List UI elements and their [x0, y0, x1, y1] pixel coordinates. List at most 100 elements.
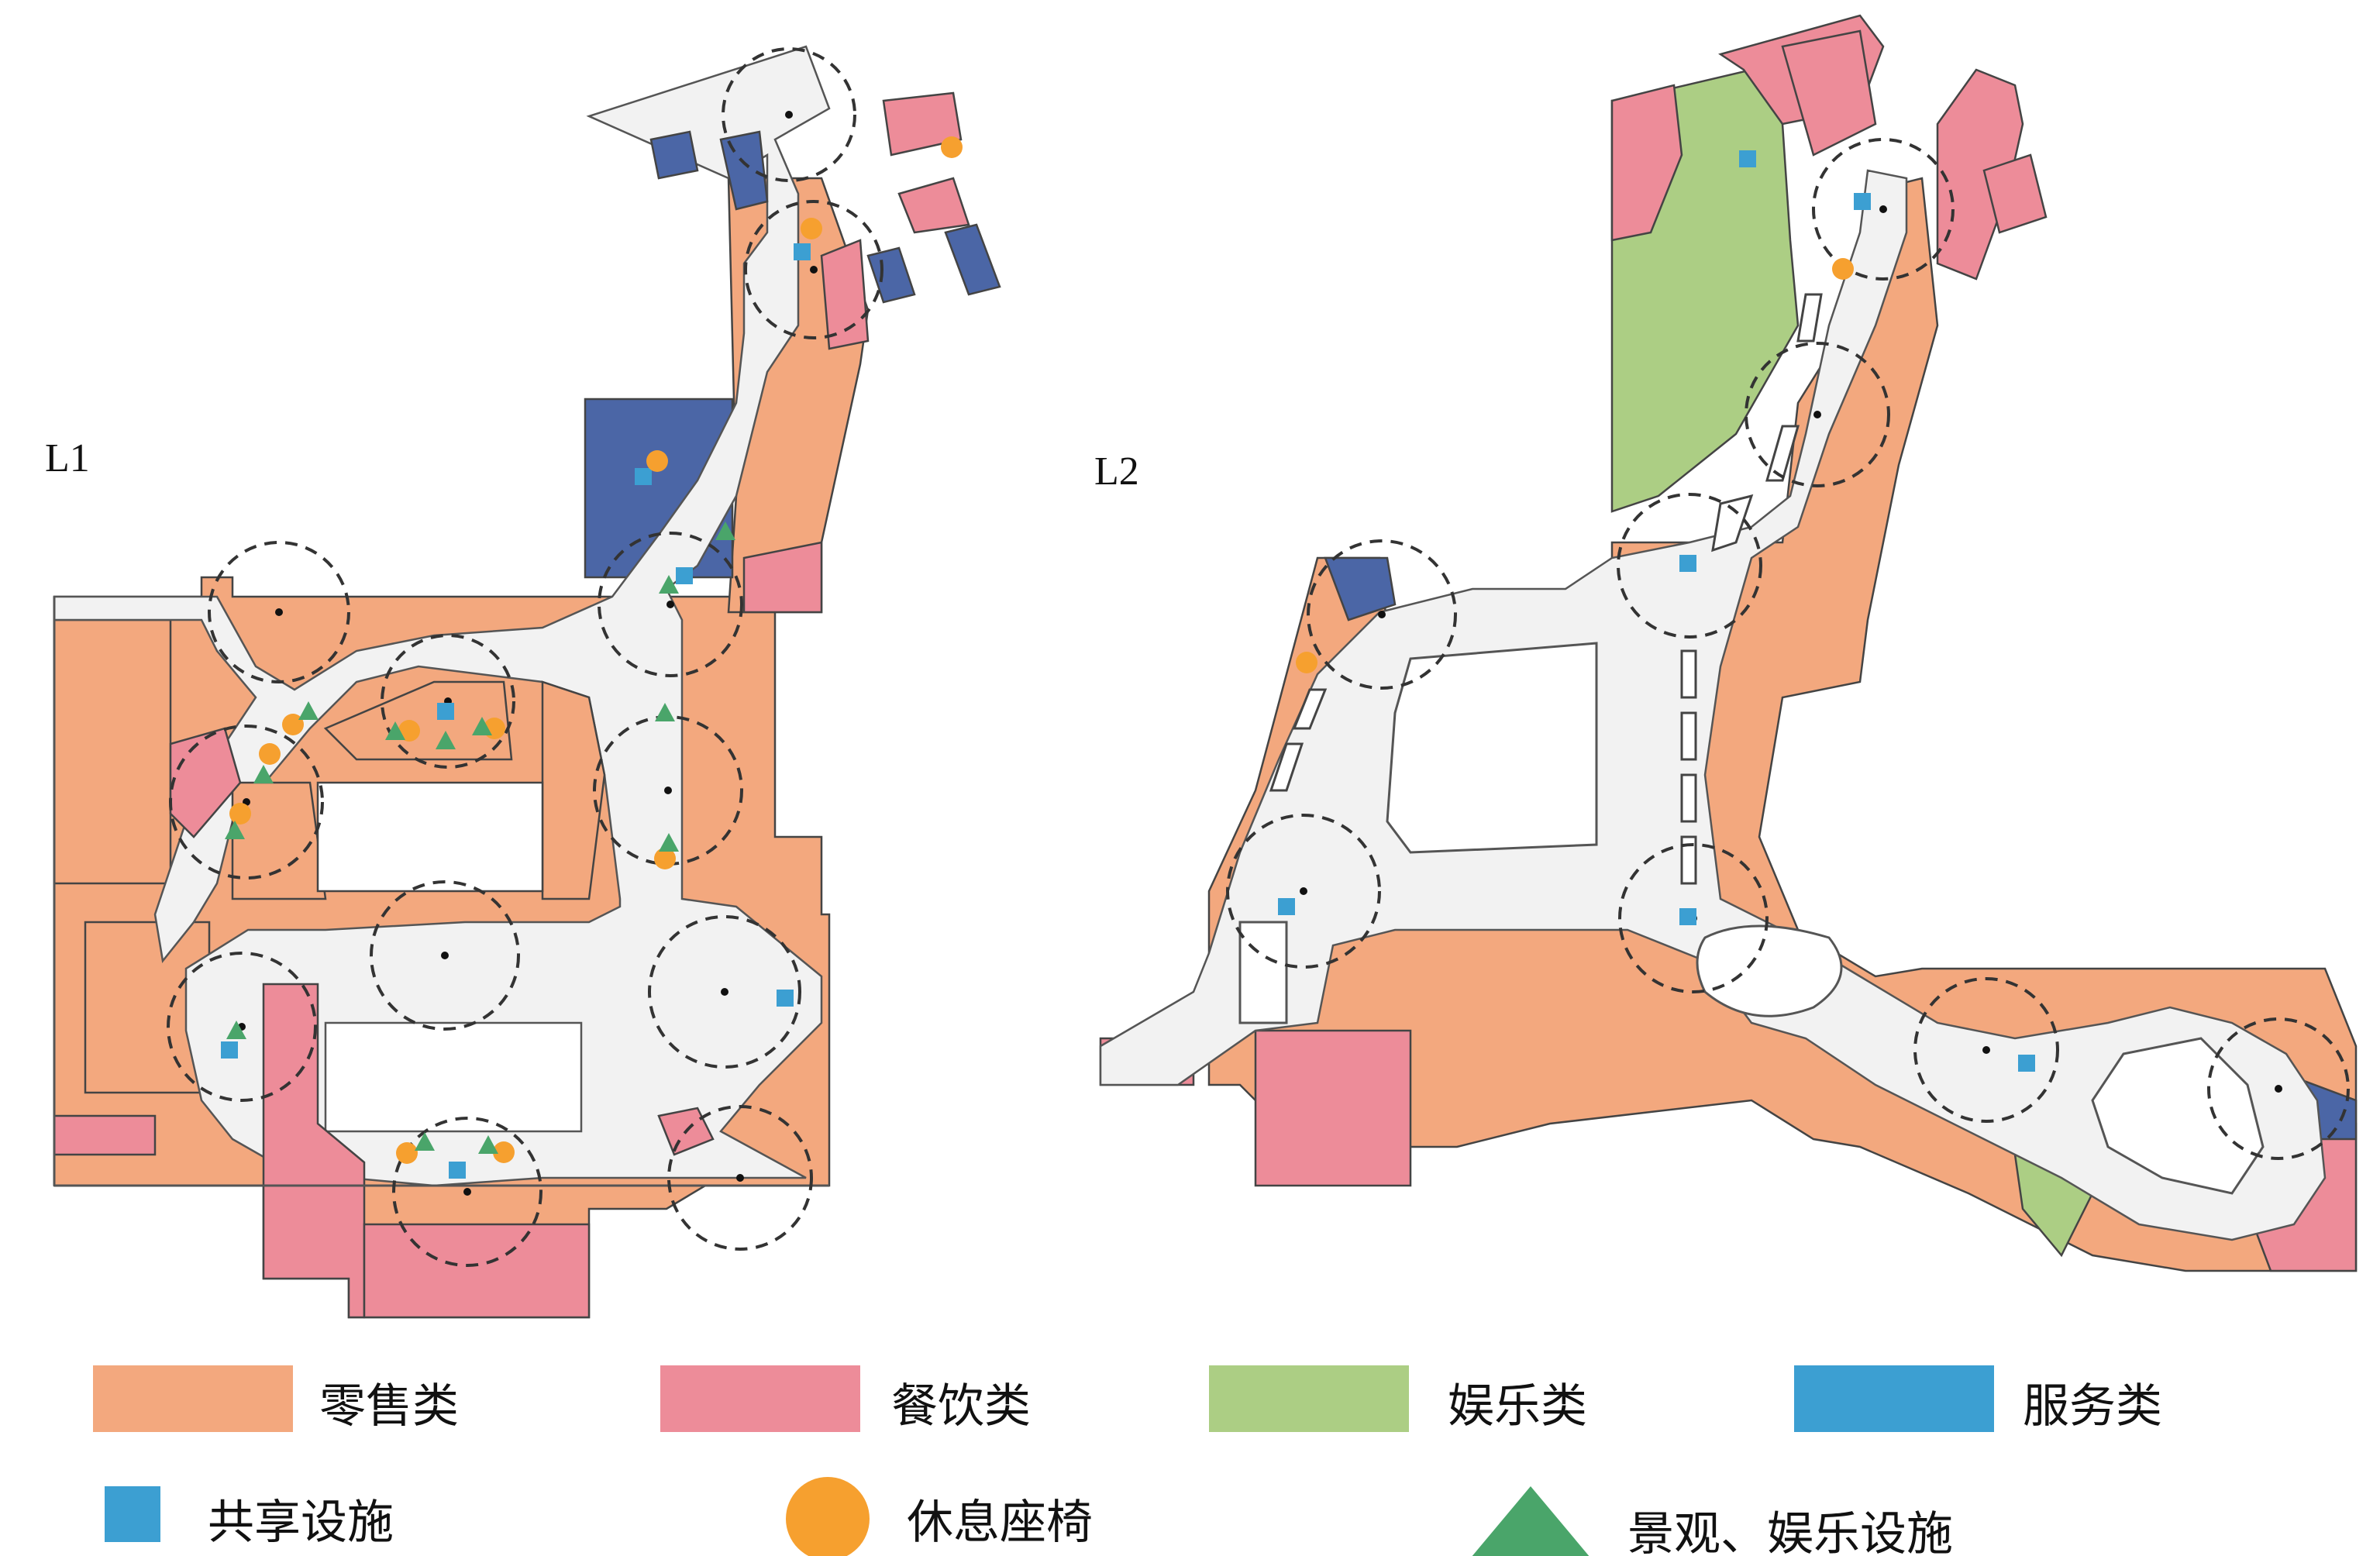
legend: 零售类 餐饮类 娱乐类 服务类 共享设施 休息座椅 景观、娱乐设施 [93, 1365, 2162, 1556]
legend-square-icon [105, 1486, 160, 1542]
legend-label-service: 服务类 [2023, 1379, 2162, 1434]
l1-inner-ring-north [323, 680, 513, 761]
l1-dining-west [53, 1114, 157, 1156]
legend-label-landscape: 景观、娱乐设施 [1627, 1507, 1953, 1556]
l2-west-void [1238, 921, 1288, 1024]
l1-dining-northeast-2 [897, 177, 970, 234]
l2-planter [1269, 742, 1304, 792]
catchment-circle [370, 880, 520, 1031]
shared-facility-square-icon [635, 468, 652, 485]
legend-circle-icon [786, 1477, 870, 1556]
floor-label-l2: L2 [1094, 449, 1139, 494]
landscape-triangle-icon [226, 1021, 246, 1039]
catchment-circles [167, 47, 2350, 1267]
catchment-circle [648, 915, 801, 1069]
catchment-circle [1307, 539, 1457, 690]
rest-seat-circle-icon [1296, 652, 1317, 673]
catchment-circle [208, 541, 350, 683]
l1-dining-north [820, 239, 870, 350]
legend-swatch-dining [660, 1365, 860, 1432]
l2-planter [1680, 711, 1697, 761]
shared-facility-square-icon [676, 567, 693, 584]
legend-label-entertainment: 娱乐类 [1448, 1379, 1587, 1434]
l1-central-retail [316, 781, 544, 893]
l1-dining-northeast [882, 91, 963, 157]
l2-planter [1796, 293, 1823, 343]
node-center-dot [1879, 205, 1887, 213]
catchment-circle [667, 1105, 813, 1251]
landscape-triangle-icon [659, 575, 679, 594]
facility-markers [221, 136, 2035, 1179]
landscape-triangle-icon [385, 721, 405, 740]
l2-planter [1680, 773, 1697, 823]
legend-swatch-entertainment [1209, 1365, 1409, 1432]
rest-seat-circle-icon [493, 1141, 515, 1163]
node-center-dot [736, 1174, 744, 1182]
legend-label-shared-facility: 共享设施 [208, 1496, 394, 1550]
node-center-dot [1378, 611, 1386, 618]
node-center-dot [1300, 887, 1307, 895]
node-center-dot [1982, 1046, 1990, 1054]
l1-service-north-3 [866, 246, 916, 304]
l2-dining-northeast-2 [1982, 153, 2048, 234]
node-center-dot [810, 266, 818, 274]
l2-dining-northeast [1936, 68, 2024, 281]
floor-l2-plan [1099, 14, 2358, 1272]
l1-dining-south-center [363, 1223, 591, 1319]
rest-seat-circle-icon [1832, 258, 1854, 280]
catchment-circle [1617, 493, 1762, 639]
landscape-triangle-icon [655, 703, 675, 721]
landscape-triangle-icon [225, 821, 245, 839]
l1-dining-east [742, 541, 823, 614]
catchment-circle [169, 725, 324, 880]
l2-planters [1269, 293, 1823, 885]
l2-central-void [1386, 642, 1598, 854]
node-center-dot [275, 608, 283, 616]
landscape-triangle-icon [253, 765, 274, 783]
node-center-dot [721, 988, 728, 996]
floor-label-l1: L1 [45, 436, 90, 480]
l2-dining-north-2 [1781, 29, 1877, 157]
legend-swatch-retail [93, 1365, 293, 1432]
shared-facility-square-icon [777, 990, 794, 1007]
catchment-circle [1618, 843, 1769, 993]
l1-service-north-4 [944, 223, 1001, 296]
legend-label-dining: 餐饮类 [891, 1379, 1031, 1434]
l2-planter [1765, 425, 1800, 482]
rest-seat-circle-icon [646, 450, 668, 472]
legend-label-rest-seat: 休息座椅 [907, 1496, 1093, 1550]
catchment-circle [392, 1117, 542, 1267]
l1-service-north-2 [719, 130, 769, 211]
node-center-dot [785, 111, 793, 119]
shared-facility-square-icon [221, 1041, 238, 1059]
node-center-dot [1813, 411, 1821, 418]
catchment-circle [598, 532, 743, 677]
landscape-triangle-icon [472, 717, 492, 735]
catchment-circle [1745, 342, 1890, 487]
shared-facility-square-icon [449, 1162, 466, 1179]
l2-planter [1711, 494, 1754, 553]
shared-facility-square-icon [1739, 150, 1756, 167]
l2-dining-northwest [1610, 84, 1683, 242]
l1-service-north-1 [649, 130, 699, 180]
catchment-circle [1812, 138, 1955, 281]
node-center-dot [666, 601, 674, 608]
shared-facility-square-icon [437, 703, 454, 720]
landscape-triangle-icon [436, 731, 456, 749]
rest-seat-circle-icon [396, 1142, 418, 1164]
shared-facility-square-icon [1679, 908, 1696, 925]
rest-seat-circle-icon [801, 218, 822, 239]
shared-facility-square-icon [2018, 1055, 2035, 1072]
l2-planter [1680, 649, 1697, 699]
l1-inner-ring-east [541, 680, 606, 900]
node-center-dot [441, 952, 449, 959]
landscape-triangle-icon [478, 1135, 498, 1154]
catchment-circle [167, 952, 317, 1102]
legend-swatch-service [1794, 1365, 1994, 1432]
node-center-dot [463, 1188, 471, 1196]
rest-seat-circle-icon [654, 848, 676, 869]
l2-feature-island [1696, 924, 1843, 1017]
shared-facility-square-icon [794, 243, 811, 260]
catchment-circle [2207, 1017, 2350, 1160]
